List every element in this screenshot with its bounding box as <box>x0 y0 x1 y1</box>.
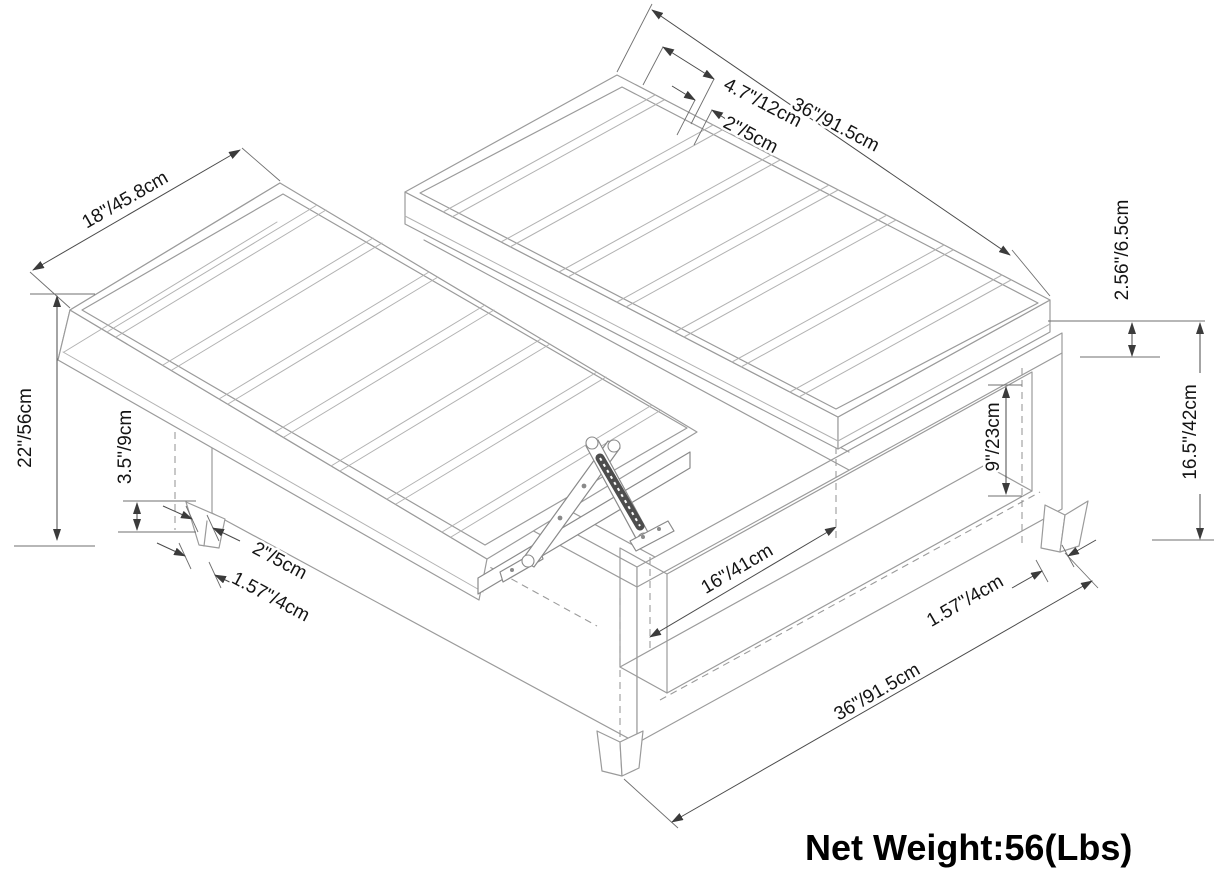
dim-total-height: 22"/56cm <box>13 293 95 547</box>
dim-leg-height: 3.5"/9cm <box>113 407 196 533</box>
dim-cushion-thickness: 2.56"/6.5cm <box>1048 197 1205 358</box>
leg-front <box>596 730 623 777</box>
legs <box>185 500 1089 777</box>
dim-top-length-label: 36"/91.5cm <box>788 94 882 157</box>
dim-total-height-label: 22"/56cm <box>15 388 36 468</box>
net-weight-text: Net Weight:56(Lbs) <box>805 827 1132 868</box>
dim-leg-height-label: 3.5"/9cm <box>115 410 136 484</box>
partition-lower-edge <box>423 239 850 471</box>
lift-mechanism <box>477 436 691 595</box>
dim-base-height: 16.5"/42cm <box>1152 322 1214 541</box>
dim-leg-bottom-width-right-label: 1.57"/4cm <box>923 571 1007 632</box>
dim-base-height-label: 16.5"/42cm <box>1180 384 1201 479</box>
dim-bottom-length-label: 36"/91.5cm <box>831 659 924 725</box>
dim-cushion-thickness-label: 2.56"/6.5cm <box>1112 200 1133 301</box>
dim-cushion-depth-label: 18"/45.8cm <box>79 167 172 233</box>
dim-opening-height-label: 9"/23cm <box>983 402 1004 471</box>
leg-left <box>185 501 226 549</box>
dim-opening-height: 9"/23cm <box>981 384 1022 497</box>
